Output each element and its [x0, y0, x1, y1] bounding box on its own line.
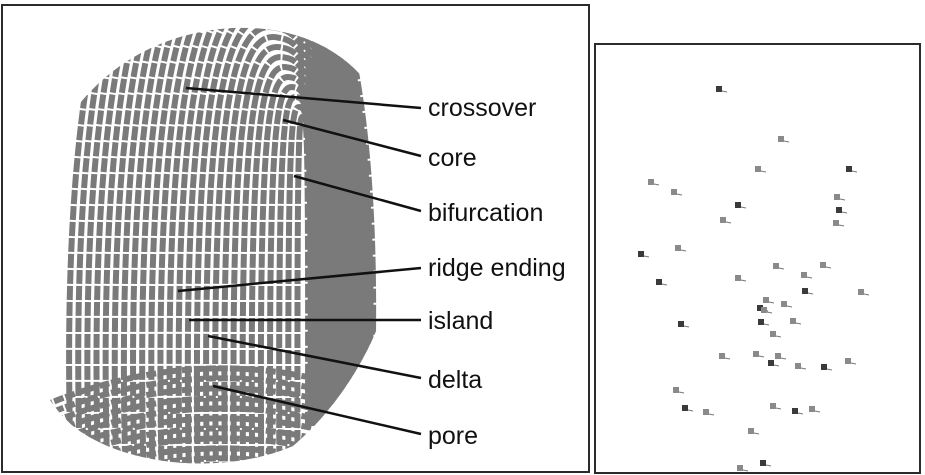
- minutia-marker: [833, 220, 845, 227]
- minutia-marker: [737, 465, 749, 472]
- minutia-marker: [846, 166, 858, 173]
- feature-label-ridge-ending: ridge ending: [428, 254, 566, 282]
- leader-line: [185, 86, 422, 110]
- minutia-marker: [716, 86, 728, 93]
- minutia-marker: [858, 289, 870, 296]
- leader-line: [177, 266, 422, 293]
- feature-label-delta: delta: [428, 366, 483, 394]
- minutia-marker: [845, 358, 857, 365]
- minutia-marker: [770, 403, 782, 410]
- minutia-marker: [768, 360, 780, 367]
- feature-label-crossover: crossover: [428, 94, 537, 122]
- minutia-marker: [673, 387, 685, 394]
- fingerprint-panel: crossover core bifurcation ridge ending isla…: [1, 4, 590, 473]
- minutia-marker: [761, 307, 773, 314]
- minutia-marker: [675, 245, 687, 252]
- minutia-marker: [656, 279, 668, 286]
- minutia-marker: [682, 405, 694, 412]
- minutia-marker: [753, 351, 765, 358]
- fingerprint-image: [41, 27, 422, 464]
- minutia-marker: [792, 408, 804, 415]
- minutia-marker: [795, 363, 807, 370]
- feature-label-pore: pore: [428, 422, 479, 450]
- minutia-marker: [758, 319, 770, 326]
- minutia-marker: [801, 272, 813, 279]
- minutia-marker: [735, 275, 747, 282]
- minutia-marker: [809, 406, 821, 413]
- minutia-marker: [748, 428, 760, 435]
- minutia-marker: [678, 321, 690, 328]
- leader-line: [207, 334, 422, 380]
- minutia-marker: [648, 179, 660, 186]
- minutia-marker: [703, 409, 715, 416]
- minutia-marker: [834, 194, 846, 201]
- minutia-marker: [671, 189, 683, 196]
- minutia-marker: [763, 297, 775, 304]
- minutia-marker: [775, 353, 787, 360]
- leader-line: [282, 118, 422, 158]
- minutia-marker: [735, 202, 747, 209]
- leader-line: [293, 174, 422, 213]
- minutiae-map: [638, 86, 870, 472]
- minutiae-panel: [594, 43, 921, 474]
- minutia-marker: [820, 262, 832, 269]
- feature-label-bifurcation: bifurcation: [428, 199, 544, 227]
- minutia-marker: [720, 217, 732, 224]
- minutia-marker: [755, 166, 767, 173]
- minutia-marker: [719, 353, 731, 360]
- minutia-marker: [760, 460, 772, 467]
- feature-label-island: island: [428, 307, 494, 335]
- minutia-marker: [802, 288, 814, 295]
- leader-line: [212, 384, 422, 436]
- minutia-marker: [773, 263, 785, 270]
- minutia-marker: [770, 331, 782, 338]
- minutia-marker: [821, 364, 833, 371]
- minutia-marker: [638, 251, 650, 258]
- feature-label-core: core: [428, 144, 477, 172]
- minutia-marker: [790, 318, 802, 325]
- minutia-marker: [778, 136, 790, 143]
- minutia-marker: [781, 301, 793, 308]
- minutia-marker: [836, 207, 848, 214]
